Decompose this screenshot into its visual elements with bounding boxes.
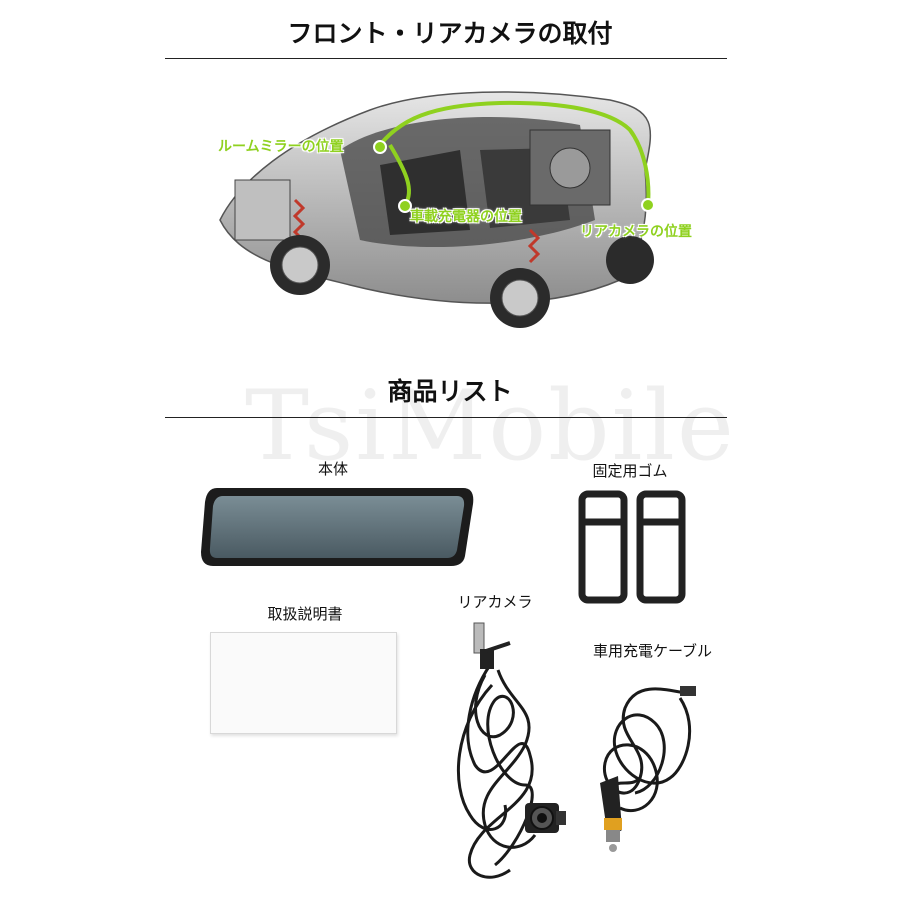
charging-cable-image <box>600 686 696 852</box>
callout-mirror-position: ルームミラーの位置 <box>218 139 344 155</box>
item-label-main-unit: 本体 <box>317 460 348 478</box>
item-label-rear-camera: リアカメラ <box>457 593 533 611</box>
section-title-product-list: 商品リスト <box>387 377 513 406</box>
callout-charger-position: 車載充電器の位置 <box>410 209 522 225</box>
rear-camera-image <box>456 622 566 879</box>
section-divider <box>165 417 727 418</box>
item-label-rubber: 固定用ゴム <box>592 462 668 480</box>
section-title-installation: フロント・リアカメラの取付 <box>287 19 613 48</box>
manual-image <box>210 632 397 734</box>
car-cutaway-image <box>219 91 655 328</box>
rubber-bands-image <box>578 490 686 604</box>
mirror-unit-image <box>201 488 474 566</box>
callout-rear-camera-position: リアカメラの位置 <box>580 224 692 240</box>
item-label-charging-cable: 車用充電ケーブル <box>592 642 713 660</box>
section-divider <box>165 58 727 59</box>
item-label-manual: 取扱説明書 <box>267 605 343 623</box>
